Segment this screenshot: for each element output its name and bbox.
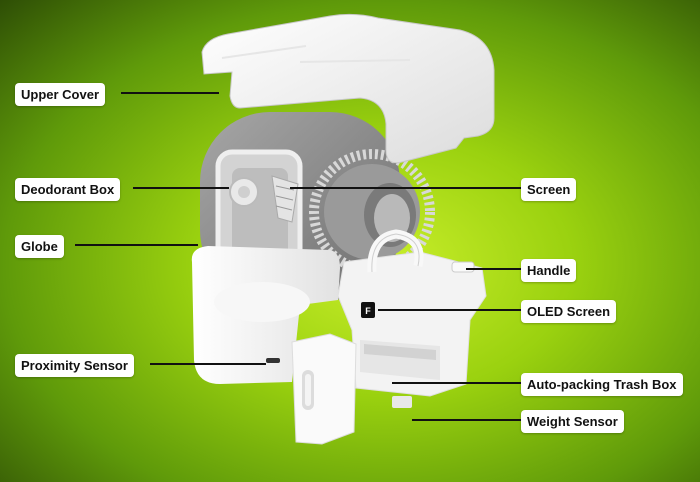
- label-oled-screen: OLED Screen: [521, 300, 617, 323]
- label-screen: Screen: [521, 178, 577, 201]
- deodorant-box-part: [229, 177, 259, 207]
- label-globe: Globe: [15, 235, 64, 258]
- leader-deodorant-box: [133, 187, 229, 189]
- leader-upper-cover: [121, 92, 219, 94]
- leader-screen: [290, 187, 521, 189]
- front-panel-part: [291, 333, 357, 445]
- leader-globe: [75, 244, 198, 246]
- leader-oled-screen: [378, 309, 521, 311]
- label-proximity-sensor: Proximity Sensor: [15, 354, 134, 377]
- leader-auto-packing-trash-box: [392, 382, 521, 384]
- label-handle: Handle: [521, 259, 577, 282]
- oled-glyph: F: [365, 306, 371, 316]
- leader-weight-sensor: [412, 419, 521, 421]
- leader-handle: [466, 268, 521, 270]
- leader-proximity-sensor: [150, 363, 266, 365]
- label-weight-sensor: Weight Sensor: [521, 410, 624, 433]
- label-auto-packing-trash-box: Auto-packing Trash Box: [521, 373, 683, 396]
- label-upper-cover: Upper Cover: [15, 83, 106, 106]
- upper-cover-part: [201, 13, 495, 164]
- label-deodorant-box: Deodorant Box: [15, 178, 121, 201]
- base-part: [191, 246, 340, 384]
